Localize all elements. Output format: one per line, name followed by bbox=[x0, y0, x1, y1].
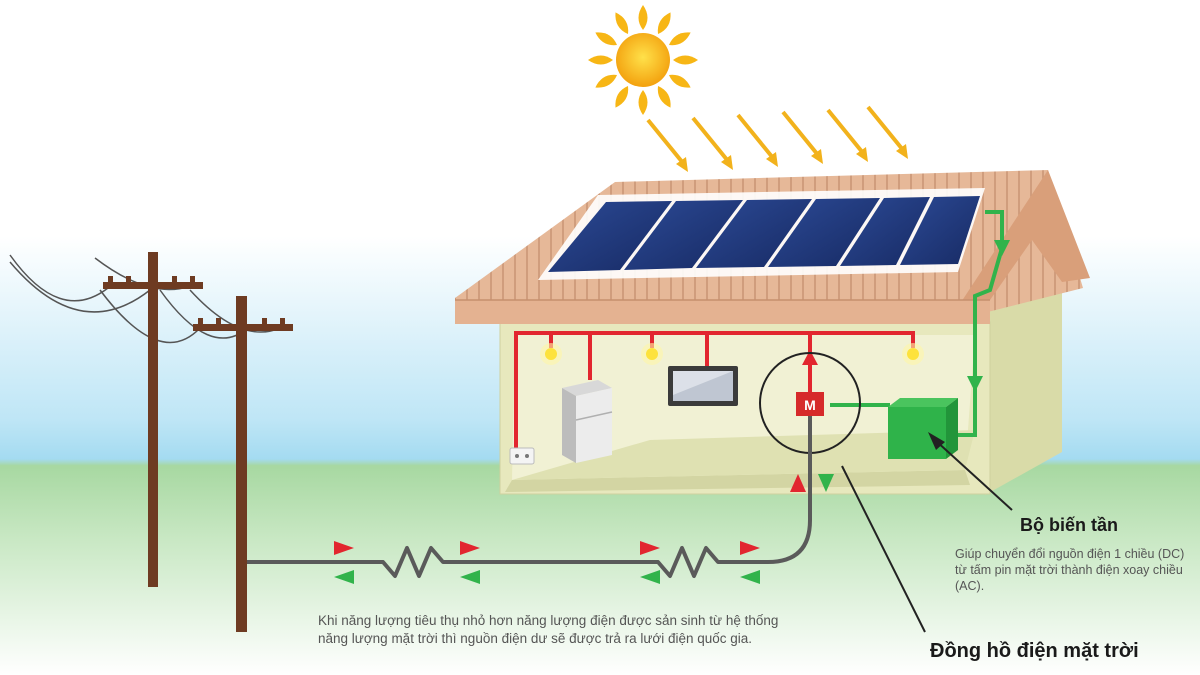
television-icon bbox=[668, 366, 738, 406]
dc-arrows bbox=[967, 240, 1010, 392]
arrow-down-icon bbox=[818, 474, 834, 492]
utility-pole-icon bbox=[103, 252, 203, 587]
arrow-right-icon bbox=[640, 541, 660, 555]
arrow-right-icon bbox=[740, 541, 760, 555]
inverter-icon bbox=[888, 398, 958, 459]
light-bulb-icon bbox=[641, 343, 663, 365]
sun-icon bbox=[588, 5, 698, 115]
meter-letter: M bbox=[804, 397, 816, 413]
light-bulb-icon bbox=[540, 343, 562, 365]
meter-icon bbox=[796, 392, 824, 416]
refrigerator-icon bbox=[562, 380, 613, 463]
callout-lines bbox=[841, 439, 1013, 633]
utility-pole-icon bbox=[193, 296, 293, 632]
arrow-up-icon bbox=[790, 474, 806, 492]
arrow-left-icon bbox=[740, 570, 760, 584]
ac-up-arrow bbox=[802, 350, 818, 365]
solar-panel-icon bbox=[538, 188, 985, 280]
arrow-left-icon bbox=[334, 570, 354, 584]
grid-cable bbox=[247, 416, 812, 578]
power-outlet-icon bbox=[509, 447, 535, 465]
flow-arrows bbox=[334, 474, 834, 584]
meter-title: Đồng hồ điện mặt trời bbox=[930, 640, 1139, 662]
arrow-right-icon bbox=[334, 541, 354, 555]
light-bulb-icon bbox=[902, 343, 924, 365]
inverter-description: Giúp chuyển đổi nguồn điện 1 chiều (DC) … bbox=[955, 547, 1185, 593]
callout-arrowhead bbox=[928, 432, 945, 450]
inverter-title: Bộ biến tần bbox=[1020, 515, 1118, 535]
arrow-left-icon bbox=[640, 570, 660, 584]
grid-note: Khi năng lượng tiêu thụ nhỏ hơn năng lượ… bbox=[318, 613, 779, 646]
arrow-right-icon bbox=[460, 541, 480, 555]
sun-ray-arrows bbox=[646, 105, 908, 172]
arrow-left-icon bbox=[460, 570, 480, 584]
